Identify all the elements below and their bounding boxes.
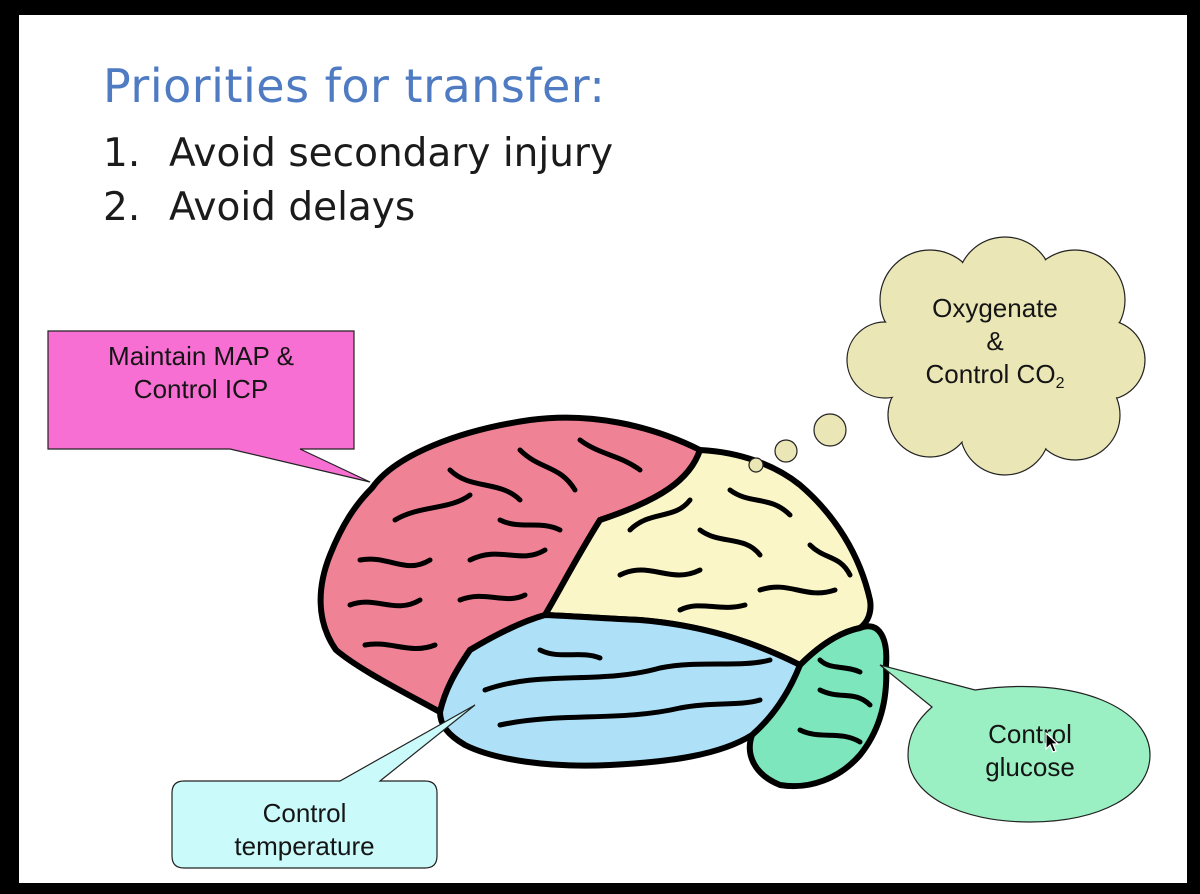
priority-text: Avoid secondary injury: [169, 131, 614, 176]
oxygenate-line2: &: [986, 326, 1004, 357]
temperature-line1: Control: [262, 798, 347, 828]
oxygenate-line1: Oxygenate: [932, 293, 1058, 323]
priority-number: 1.: [103, 131, 141, 176]
oxygenate-line3: Control CO2: [880, 358, 1110, 393]
thought-cloud-fill: [848, 238, 1144, 474]
control-co-text: Control CO: [925, 359, 1056, 390]
priority-text: Avoid delays: [169, 185, 416, 230]
temperature-label: Control temperature: [172, 797, 437, 863]
map-icp-callout-shape: [47, 330, 371, 483]
priority-item: 1. Avoid secondary injury: [103, 127, 613, 181]
mouse-pointer-icon: [1045, 732, 1060, 753]
glucose-line1: Control: [988, 719, 1072, 749]
glucose-callout-shape: [879, 664, 1151, 823]
map-icp-label: Maintain MAP & Control ICP: [48, 340, 354, 406]
co2-subscript: 2: [1055, 375, 1065, 393]
temporal-lobe-shape: [437, 612, 803, 769]
slide-title: Priorities for transfer:: [103, 59, 606, 113]
priority-list: 1. Avoid secondary injury 2. Avoid delays: [103, 127, 613, 235]
glucose-label: Control glucose: [940, 718, 1120, 784]
map-icp-line1: Maintain MAP &: [108, 341, 294, 371]
temperature-callout-shape: [171, 704, 476, 869]
priority-number: 2.: [103, 185, 141, 230]
map-icp-line2: Control ICP: [133, 374, 269, 405]
temperature-line2: temperature: [234, 831, 375, 862]
brain-folds: [347, 437, 873, 745]
oxygenate-label: Oxygenate & Control CO2: [880, 292, 1110, 393]
glucose-line2: glucose: [985, 752, 1075, 783]
priority-item: 2. Avoid delays: [103, 181, 613, 235]
